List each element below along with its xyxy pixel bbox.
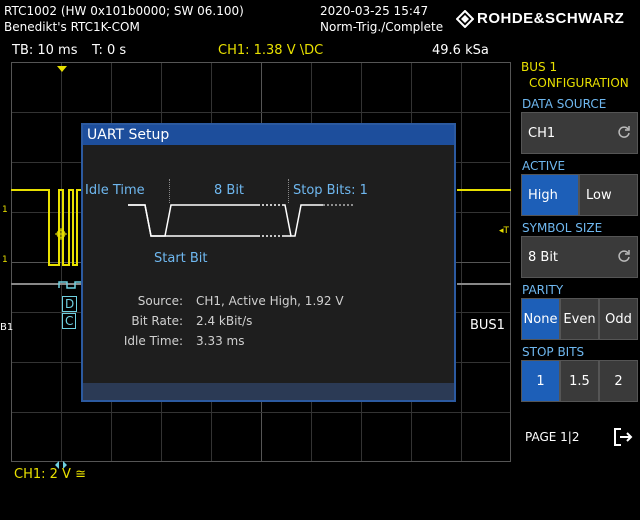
parity-even-label: Even: [563, 311, 596, 327]
trigger-level-icon[interactable]: ◂T: [499, 226, 510, 236]
active-low-button[interactable]: Low: [579, 174, 638, 216]
active-label: ACTIVE: [522, 159, 566, 173]
parity-none-button[interactable]: None: [521, 298, 560, 340]
panel-title-bus: BUS 1: [521, 60, 558, 74]
ch1-offset-icon[interactable]: 1: [2, 255, 8, 265]
data-source-value: CH1: [528, 125, 556, 141]
idle-divider: [169, 179, 171, 203]
dialog-title: UART Setup: [83, 125, 454, 145]
page-indicator[interactable]: PAGE 1|2: [525, 430, 580, 444]
symbol-size-value: 8 Bit: [528, 249, 559, 265]
active-high-label: High: [528, 187, 558, 203]
stop-bits-1-5-label: 1.5: [569, 373, 590, 389]
stop-divider: [288, 179, 290, 203]
config-panel: BUS 1 CONFIGURATION DATA SOURCE CH1 ACTI…: [518, 60, 640, 520]
uart-frame-diagram: [128, 204, 353, 237]
idle-time-label: Idle Time: [85, 183, 145, 198]
trigger-status: Norm-Trig./Complete: [320, 20, 444, 34]
stop-bits-2-label: 2: [614, 373, 623, 389]
trigger-crosshair-icon: [55, 225, 67, 240]
ch1-scale[interactable]: CH1: 2 V ≅: [14, 467, 86, 482]
info-value-idle: 3.33 ms: [196, 334, 245, 348]
info-key-idle: Idle Time:: [123, 334, 183, 348]
active-high-button[interactable]: High: [521, 174, 579, 216]
rotate-knob-icon: [617, 125, 631, 143]
parity-odd-button[interactable]: Odd: [599, 298, 638, 340]
datetime: 2020-03-25 15:47: [320, 4, 429, 18]
waveform-area: [11, 189, 511, 289]
decode-frame-1[interactable]: D: [62, 296, 78, 312]
rs-logo-icon: [455, 9, 475, 29]
symbol-size-label: SYMBOL SIZE: [522, 221, 603, 235]
rotate-knob-icon: [617, 249, 631, 267]
symbol-size-selector[interactable]: 8 Bit: [521, 236, 638, 278]
parity-none-label: None: [523, 311, 558, 327]
dialog-footer: [83, 383, 454, 400]
parity-odd-label: Odd: [605, 311, 632, 327]
panel-title-config: CONFIGURATION: [529, 76, 629, 90]
active-low-label: Low: [586, 187, 612, 203]
time-offset[interactable]: T: 0 s: [92, 43, 127, 58]
uart-setup-dialog: UART Setup Idle Time 8 Bit Stop Bits: 1 …: [81, 123, 456, 402]
device-name: Benedikt's RTC1K-COM: [4, 20, 140, 34]
info-key-source: Source:: [137, 294, 183, 308]
stop-bits-1-5-button[interactable]: 1.5: [560, 360, 599, 402]
exit-icon[interactable]: [612, 426, 634, 448]
info-value-bitrate: 2.4 kBit/s: [196, 314, 253, 328]
brand-name: ROHDE&SCHWARZ: [477, 10, 625, 27]
b1-marker: B1: [0, 322, 14, 333]
stop-bits-panel-label: STOP BITS: [522, 345, 585, 359]
stop-bits-1-button[interactable]: 1: [521, 360, 560, 402]
bus-label: BUS1: [470, 318, 505, 333]
data-source-label: DATA SOURCE: [522, 97, 607, 111]
timebase[interactable]: TB: 10 ms: [12, 43, 78, 58]
data-bits-label: 8 Bit: [214, 183, 245, 198]
data-source-selector[interactable]: CH1: [521, 112, 638, 154]
horizontal-position-icon[interactable]: [55, 454, 67, 469]
trigger-position-icon[interactable]: [57, 57, 67, 72]
info-key-bitrate: Bit Rate:: [131, 314, 183, 328]
sample-rate: 49.6 kSa: [432, 43, 489, 58]
dialog-body: Idle Time 8 Bit Stop Bits: 1 Start Bit S…: [83, 145, 454, 383]
parity-label: PARITY: [522, 283, 564, 297]
info-value-source: CH1, Active High, 1.92 V: [196, 294, 344, 308]
start-bit-label: Start Bit: [154, 251, 208, 266]
device-model: RTC1002 (HW 0x101b0000; SW 06.100): [4, 4, 244, 18]
decode-frame-2[interactable]: C: [62, 313, 77, 329]
trigger-setting[interactable]: CH1: 1.38 V \DC: [218, 43, 324, 58]
stop-bits-label: Stop Bits: 1: [293, 183, 368, 198]
parity-even-button[interactable]: Even: [560, 298, 599, 340]
stop-bits-1-label: 1: [536, 373, 545, 389]
ch1-level-icon[interactable]: 1: [2, 205, 8, 215]
stop-bits-2-button[interactable]: 2: [599, 360, 638, 402]
